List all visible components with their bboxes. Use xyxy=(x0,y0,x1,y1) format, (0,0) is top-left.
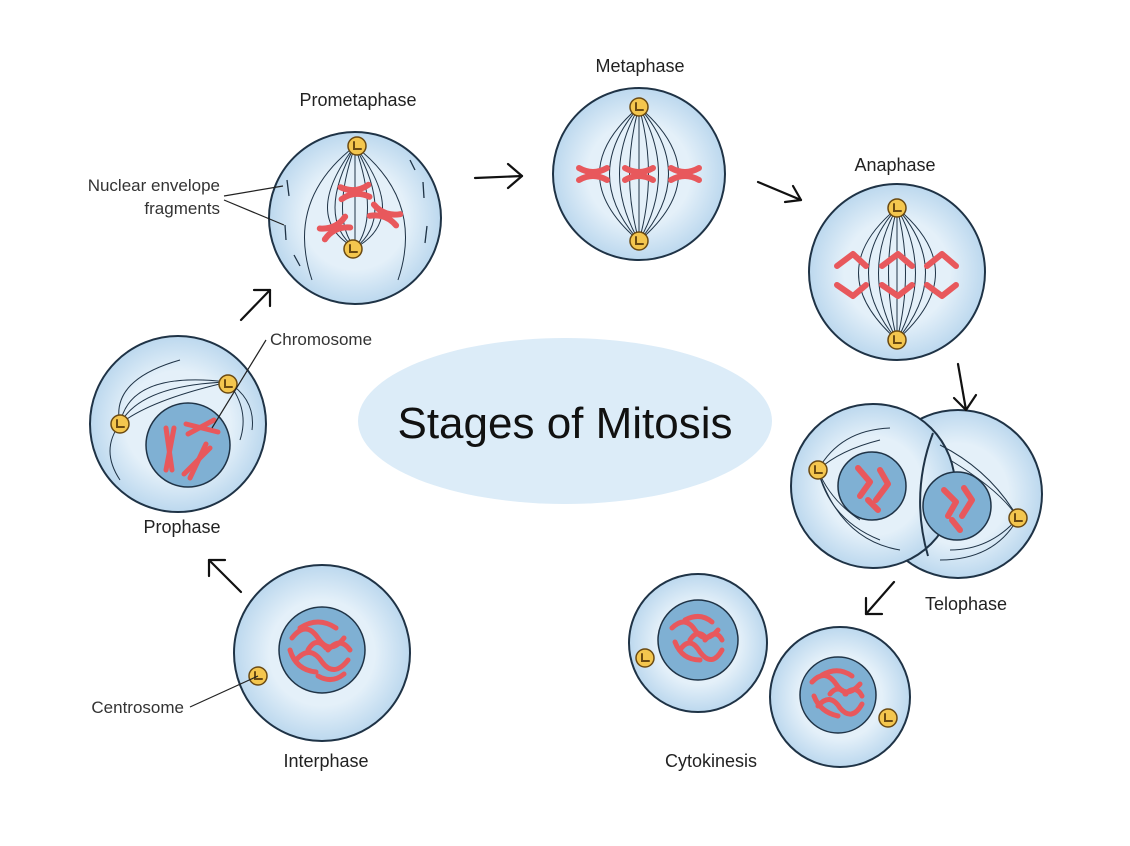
label-prometaphase: Prometaphase xyxy=(299,90,416,110)
centrosome-icon xyxy=(887,198,907,218)
title-group: Stages of Mitosis xyxy=(358,338,772,504)
anaphase-cell xyxy=(808,183,986,361)
centrosome-icon xyxy=(635,648,655,668)
label-cytokinesis: Cytokinesis xyxy=(665,751,757,771)
anaphase-chromatids xyxy=(834,251,959,299)
arrow-metaphase-to-anaphase xyxy=(756,180,803,204)
arrow-prometaphase-to-metaphase xyxy=(473,162,524,190)
annotation-chromosome: Chromosome xyxy=(270,330,372,349)
prometaphase-cell xyxy=(268,131,442,305)
centrosome-icon xyxy=(218,374,238,394)
telophase-cell xyxy=(790,403,1043,579)
title-ellipse xyxy=(358,338,772,504)
centrosome-icon xyxy=(808,460,828,480)
annotation-leaders xyxy=(189,185,285,708)
centrosome-icon xyxy=(1008,508,1028,528)
centrosome-icon xyxy=(887,330,907,350)
centrosome-icon xyxy=(629,97,649,117)
centrosome-icon xyxy=(110,414,130,434)
centrosome-icon xyxy=(629,231,649,251)
annotation-centrosome: Centrosome xyxy=(91,698,184,717)
cycle-arrows xyxy=(207,162,978,616)
label-anaphase: Anaphase xyxy=(854,155,935,175)
cytokinesis-cells xyxy=(628,573,911,768)
label-interphase: Interphase xyxy=(283,751,368,771)
telophase-chromosomes xyxy=(855,465,975,533)
envelope-fragments xyxy=(284,159,428,267)
arrow-anaphase-to-telophase xyxy=(952,362,978,412)
prophase-chromosomes xyxy=(163,417,221,481)
label-telophase: Telophase xyxy=(925,594,1007,614)
cytokinesis-chromatin-2 xyxy=(809,668,865,719)
centrosome-icon xyxy=(343,239,363,259)
label-metaphase: Metaphase xyxy=(595,56,684,76)
diagram-title: Stages of Mitosis xyxy=(397,399,732,448)
label-prophase: Prophase xyxy=(143,517,220,537)
cytokinesis-chromatin-1 xyxy=(669,614,725,663)
arrow-prophase-to-prometaphase xyxy=(239,288,272,322)
centrosome-icon xyxy=(347,136,367,156)
interphase-cell xyxy=(233,564,411,742)
anaphase-spindle xyxy=(858,207,936,341)
prophase-cell xyxy=(89,335,267,513)
arrow-interphase-to-prophase xyxy=(207,558,243,594)
metaphase-cell xyxy=(552,87,726,261)
interphase-chromatin xyxy=(287,619,353,682)
arrow-telophase-to-cytokinesis xyxy=(864,580,896,616)
annotation-nuclear-envelope-line2: fragments xyxy=(144,199,220,218)
annotation-nuclear-envelope-line1: Nuclear envelope xyxy=(88,176,220,195)
centrosome-icon xyxy=(878,708,898,728)
